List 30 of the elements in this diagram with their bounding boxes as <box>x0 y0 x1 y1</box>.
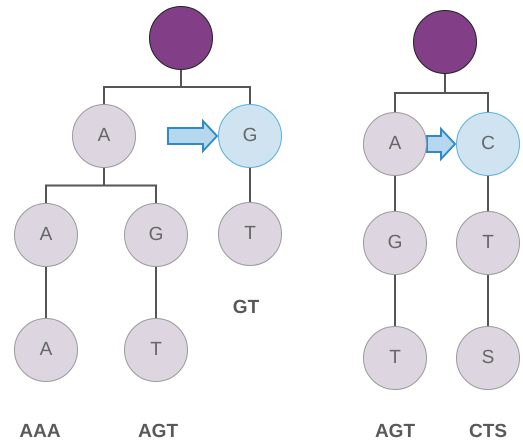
letter-node: G <box>124 203 188 267</box>
tree-connector <box>249 168 251 202</box>
block-arrow <box>426 126 456 162</box>
tree-connector <box>155 267 157 318</box>
letter-node: T <box>124 318 188 382</box>
sequence-label: AAA <box>19 421 61 443</box>
letter-node: T <box>456 211 520 275</box>
sequence-label: CTS <box>469 421 507 443</box>
sequence-label: GT <box>232 297 260 319</box>
letter-node: A <box>363 112 427 176</box>
tree-connector <box>180 70 251 104</box>
sequence-label: AGT <box>138 421 178 443</box>
letter-node: A <box>14 318 78 382</box>
letter-node: C <box>456 112 520 176</box>
tree-connector <box>45 267 47 318</box>
letter-node: T <box>363 326 427 390</box>
tree-connector <box>394 176 396 211</box>
tree-connector <box>394 275 396 326</box>
letter-node: A <box>14 203 78 267</box>
tree-connector <box>487 176 489 211</box>
sequence-label: AGT <box>374 421 416 443</box>
tree-connector <box>487 275 489 326</box>
tree-connector <box>103 168 157 203</box>
letter-node: S <box>456 326 520 390</box>
tree-connector <box>444 74 489 112</box>
letter-node: A <box>72 104 136 168</box>
letter-node: G <box>363 211 427 275</box>
letter-node: T <box>218 202 282 266</box>
letter-node: G <box>218 104 282 168</box>
block-arrow <box>167 118 218 154</box>
